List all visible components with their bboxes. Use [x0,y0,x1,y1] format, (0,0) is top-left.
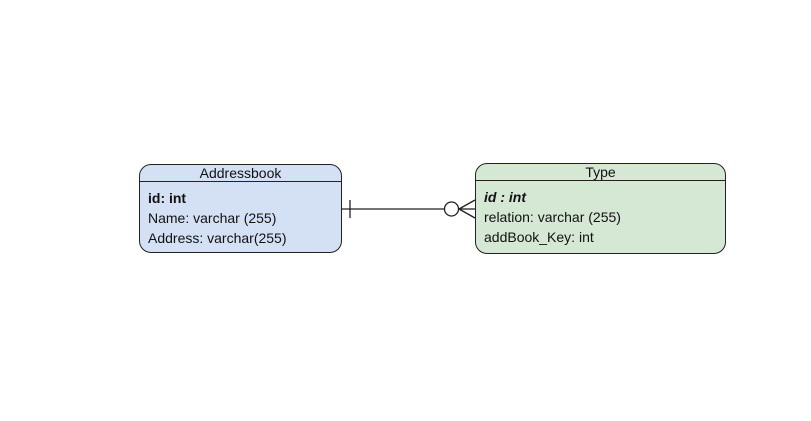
attribute-addressbook-id: id: int [148,190,187,206]
crowfoot-upper-prong [458,199,476,210]
attribute-type-addbook-key: addBook_Key: int [484,229,594,245]
entity-addressbook-title: Addressbook [140,165,341,182]
attribute-type-relation: relation: varchar (255) [484,209,621,225]
attribute-addressbook-address: Address: varchar(255) [148,230,287,246]
entity-addressbook-attributes: id: int Name: varchar (255) Address: var… [140,182,341,248]
attribute-type-id: id : int [484,189,526,205]
cardinality-zero-circle [443,201,460,217]
entity-type-title: Type [476,164,725,181]
entity-type[interactable]: Type id : int relation: varchar (255) ad… [475,163,726,254]
crowfoot-lower-prong [458,208,476,219]
entity-addressbook[interactable]: Addressbook id: int Name: varchar (255) … [139,164,342,253]
entity-type-attributes: id : int relation: varchar (255) addBook… [476,181,725,247]
attribute-addressbook-name: Name: varchar (255) [148,210,277,226]
